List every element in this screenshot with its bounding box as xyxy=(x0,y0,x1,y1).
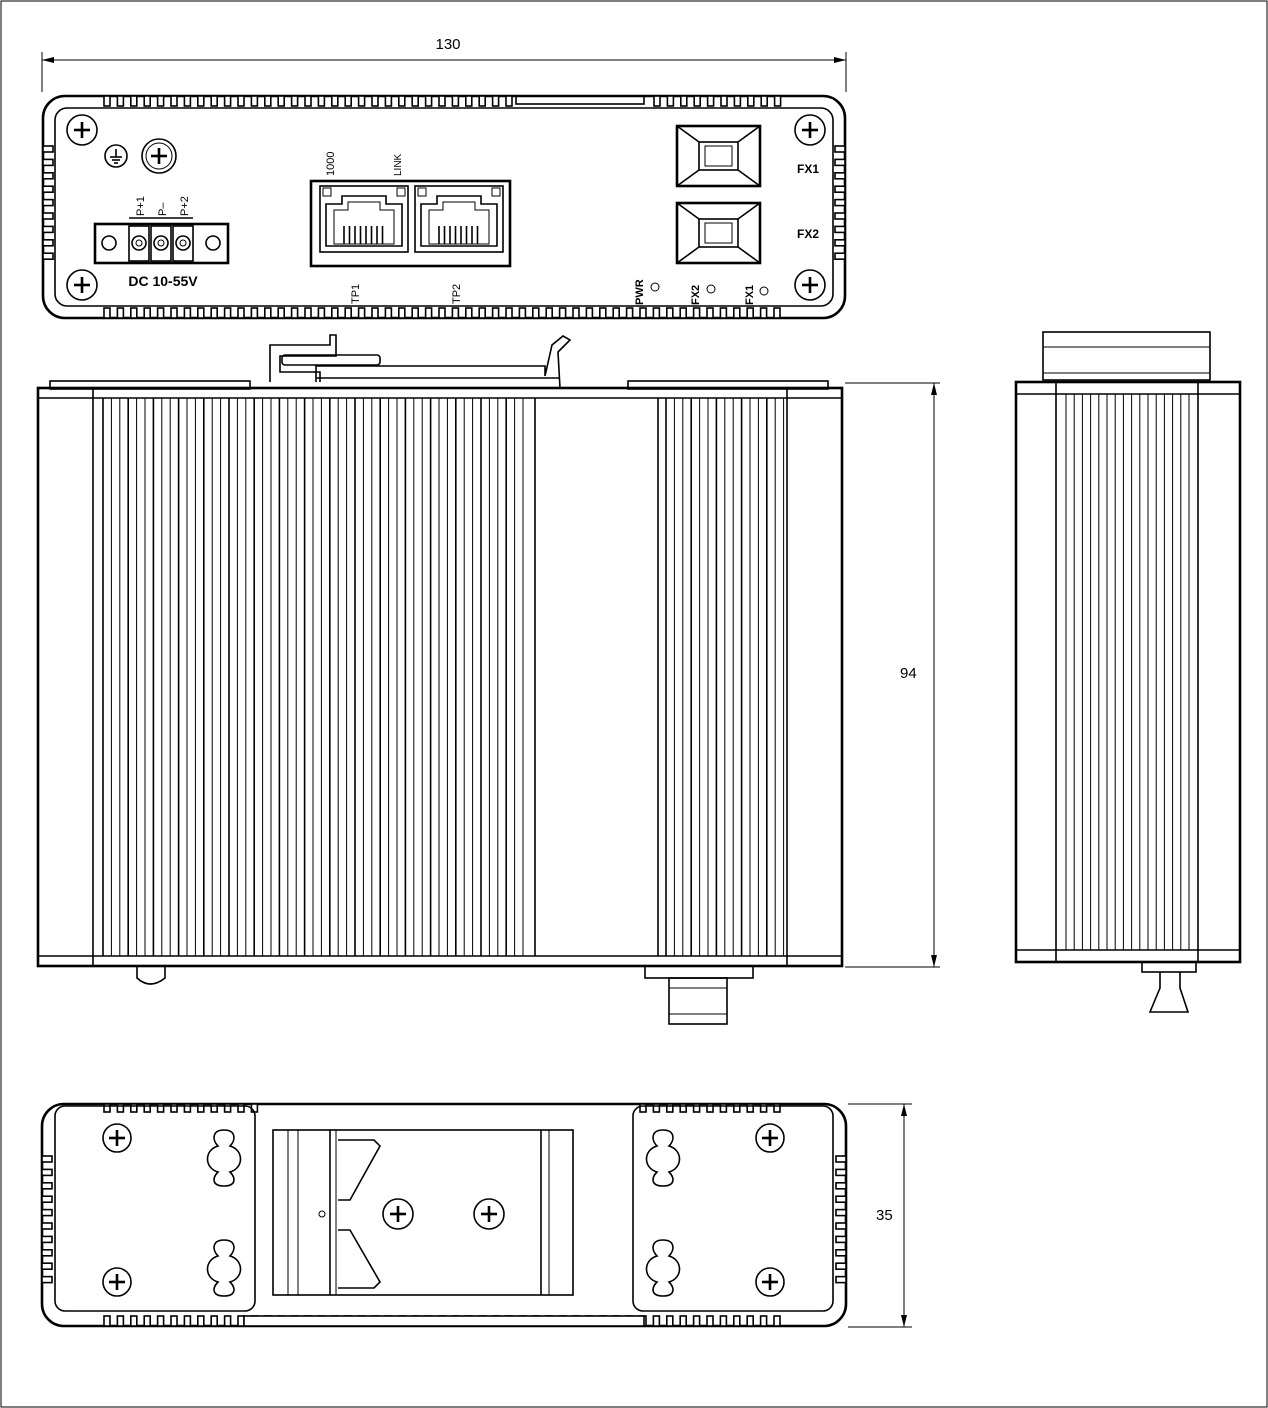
side-heat-sink-ribs xyxy=(102,398,785,956)
bottom-view: 35 xyxy=(40,1102,912,1328)
led-label-fx2: FX2 xyxy=(690,285,702,305)
bottom-plate-outline xyxy=(40,1102,848,1328)
ground-icon xyxy=(104,144,128,168)
led-label-fx1: FX1 xyxy=(744,285,756,305)
keyhole-slot xyxy=(206,1239,242,1297)
end-view xyxy=(1014,331,1242,1013)
side-view: 94 xyxy=(36,334,940,1025)
keyhole-slot xyxy=(645,1239,681,1297)
screw-icon xyxy=(794,269,826,301)
screw-icon xyxy=(473,1198,505,1230)
ground-screw-icon xyxy=(141,138,177,174)
power-terminal-block[interactable] xyxy=(93,217,230,265)
speed-led-label: 1000 xyxy=(325,152,337,176)
height-dimension: 94 xyxy=(845,382,940,968)
pin-label-p1: P+1 xyxy=(135,196,147,216)
port-label-tp2: TP2 xyxy=(451,284,463,304)
mount-plate-right xyxy=(632,1105,834,1312)
depth-dimension: 35 xyxy=(848,1103,912,1328)
height-dimension-label: 94 xyxy=(900,665,917,682)
fiber-label-fx1: FX1 xyxy=(797,162,819,176)
power-input-label: DC 10-55V xyxy=(128,273,198,289)
screw-icon xyxy=(66,269,98,301)
end-view-ribs xyxy=(1065,394,1190,950)
port-label-tp1: TP1 xyxy=(350,284,362,304)
front-top-slot xyxy=(515,95,645,105)
pin-label-p2: P+2 xyxy=(179,196,191,216)
bottom-left-fins xyxy=(41,1155,53,1284)
led-fx2 xyxy=(706,284,716,294)
width-dimension: 130 xyxy=(41,36,847,92)
side-bottom-plug xyxy=(668,977,728,1025)
side-bottom-connector xyxy=(644,965,754,979)
end-view-foot xyxy=(1148,972,1190,1013)
rj45-port-tp2[interactable] xyxy=(414,185,504,253)
led-fx1 xyxy=(759,286,769,296)
fiber-label-fx2: FX2 xyxy=(797,227,819,241)
side-body xyxy=(36,386,844,968)
front-panel-inner xyxy=(54,107,834,307)
end-view-top-clip xyxy=(1042,331,1211,381)
fiber-port-fx1[interactable] xyxy=(675,124,762,188)
end-view-body xyxy=(1014,380,1242,964)
screw-icon xyxy=(755,1267,785,1297)
front-bottom-fins xyxy=(103,307,781,319)
keyhole-slot xyxy=(206,1129,242,1187)
front-view: 130 xyxy=(41,36,847,320)
screw-icon xyxy=(794,114,826,146)
front-left-fins xyxy=(42,145,54,260)
depth-dimension-label: 35 xyxy=(876,1207,893,1224)
screw-icon xyxy=(382,1198,414,1230)
bottom-top-fins xyxy=(103,1103,781,1113)
screw-icon xyxy=(102,1123,132,1153)
pin-label-pminus: P– xyxy=(157,202,169,216)
side-bottom-clip xyxy=(136,966,166,985)
rj45-port-block xyxy=(309,179,512,268)
screw-icon xyxy=(755,1123,785,1153)
fiber-port-fx2[interactable] xyxy=(675,201,762,265)
led-pwr xyxy=(650,282,660,292)
screw-icon xyxy=(102,1267,132,1297)
din-rail-bracket xyxy=(272,1129,574,1296)
led-label-pwr: PWR xyxy=(634,279,646,305)
din-clip-top xyxy=(269,334,572,389)
front-right-fins xyxy=(834,145,846,260)
link-led-label: LINK xyxy=(393,153,404,176)
width-dimension-label: 130 xyxy=(435,36,460,53)
screw-icon xyxy=(66,114,98,146)
keyhole-slot xyxy=(645,1129,681,1187)
rj45-port-tp1[interactable] xyxy=(319,185,409,253)
bottom-right-fins xyxy=(835,1155,847,1284)
front-top-fins xyxy=(103,95,782,107)
mount-plate-left xyxy=(54,1105,256,1312)
